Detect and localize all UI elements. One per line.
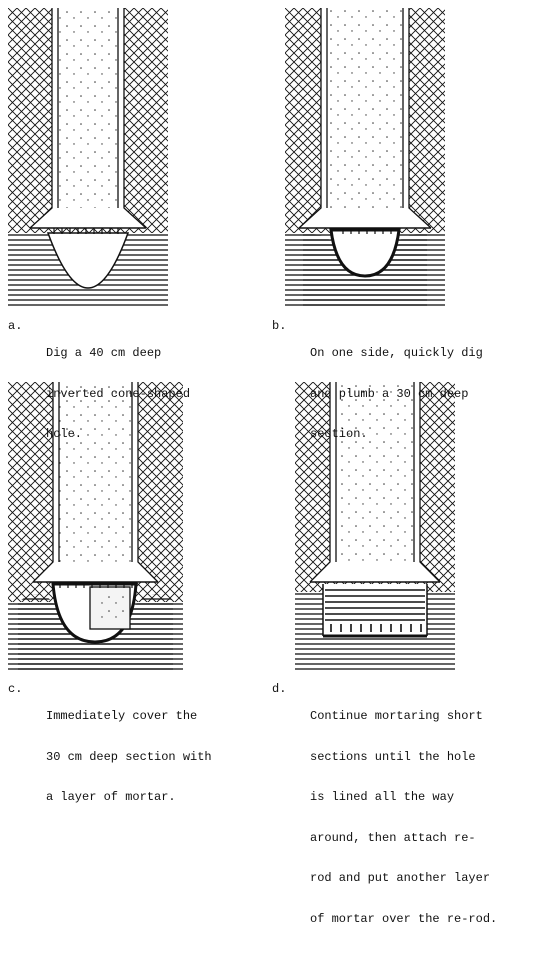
illustration-step-a (8, 8, 168, 308)
illustration-step-c (8, 382, 183, 672)
caption-line: inverted cone-shaped (46, 386, 191, 401)
caption-step-c: c. Immediately cover the 30 cm deep sect… (8, 682, 268, 803)
caption-line: a layer of mortar. (46, 790, 176, 804)
illustration-step-d (295, 382, 455, 672)
caption-line: rod and put another layer (310, 871, 491, 885)
illustration-step-b (285, 8, 445, 308)
caption-line: and plumb a 30 cm deep (310, 386, 469, 401)
caption-line: Continue mortaring short (310, 709, 483, 723)
caption-line: Immediately cover the (46, 709, 198, 723)
caption-step-a: a. Dig a 40 cm deep inverted cone-shaped… (8, 319, 238, 440)
diagram-panel-a (8, 8, 168, 308)
caption-line: Dig a 40 cm deep (46, 346, 162, 360)
caption-line: section. (310, 427, 368, 441)
caption-line: is lined all the way (310, 790, 455, 804)
step-letter-b: b. (272, 319, 287, 333)
caption-step-d: d. Continue mortaring short sections unt… (272, 682, 544, 925)
diagram-panel-c (8, 382, 183, 672)
caption-step-b: b. On one side, quickly dig and plumb a … (272, 319, 542, 440)
caption-line: sections until the hole (310, 749, 476, 764)
step-letter-c: c. (8, 682, 23, 696)
caption-line: On one side, quickly dig (310, 346, 483, 360)
caption-line: of mortar over the re-rod. (310, 911, 498, 926)
step-letter-d: d. (272, 682, 287, 696)
caption-line: 30 cm deep section with (46, 749, 212, 764)
diagram-panel-b (285, 8, 445, 308)
step-letter-a: a. (8, 319, 23, 333)
caption-line: hole. (46, 427, 83, 441)
diagram-panel-d (295, 382, 455, 672)
caption-line: around, then attach re- (310, 830, 476, 845)
